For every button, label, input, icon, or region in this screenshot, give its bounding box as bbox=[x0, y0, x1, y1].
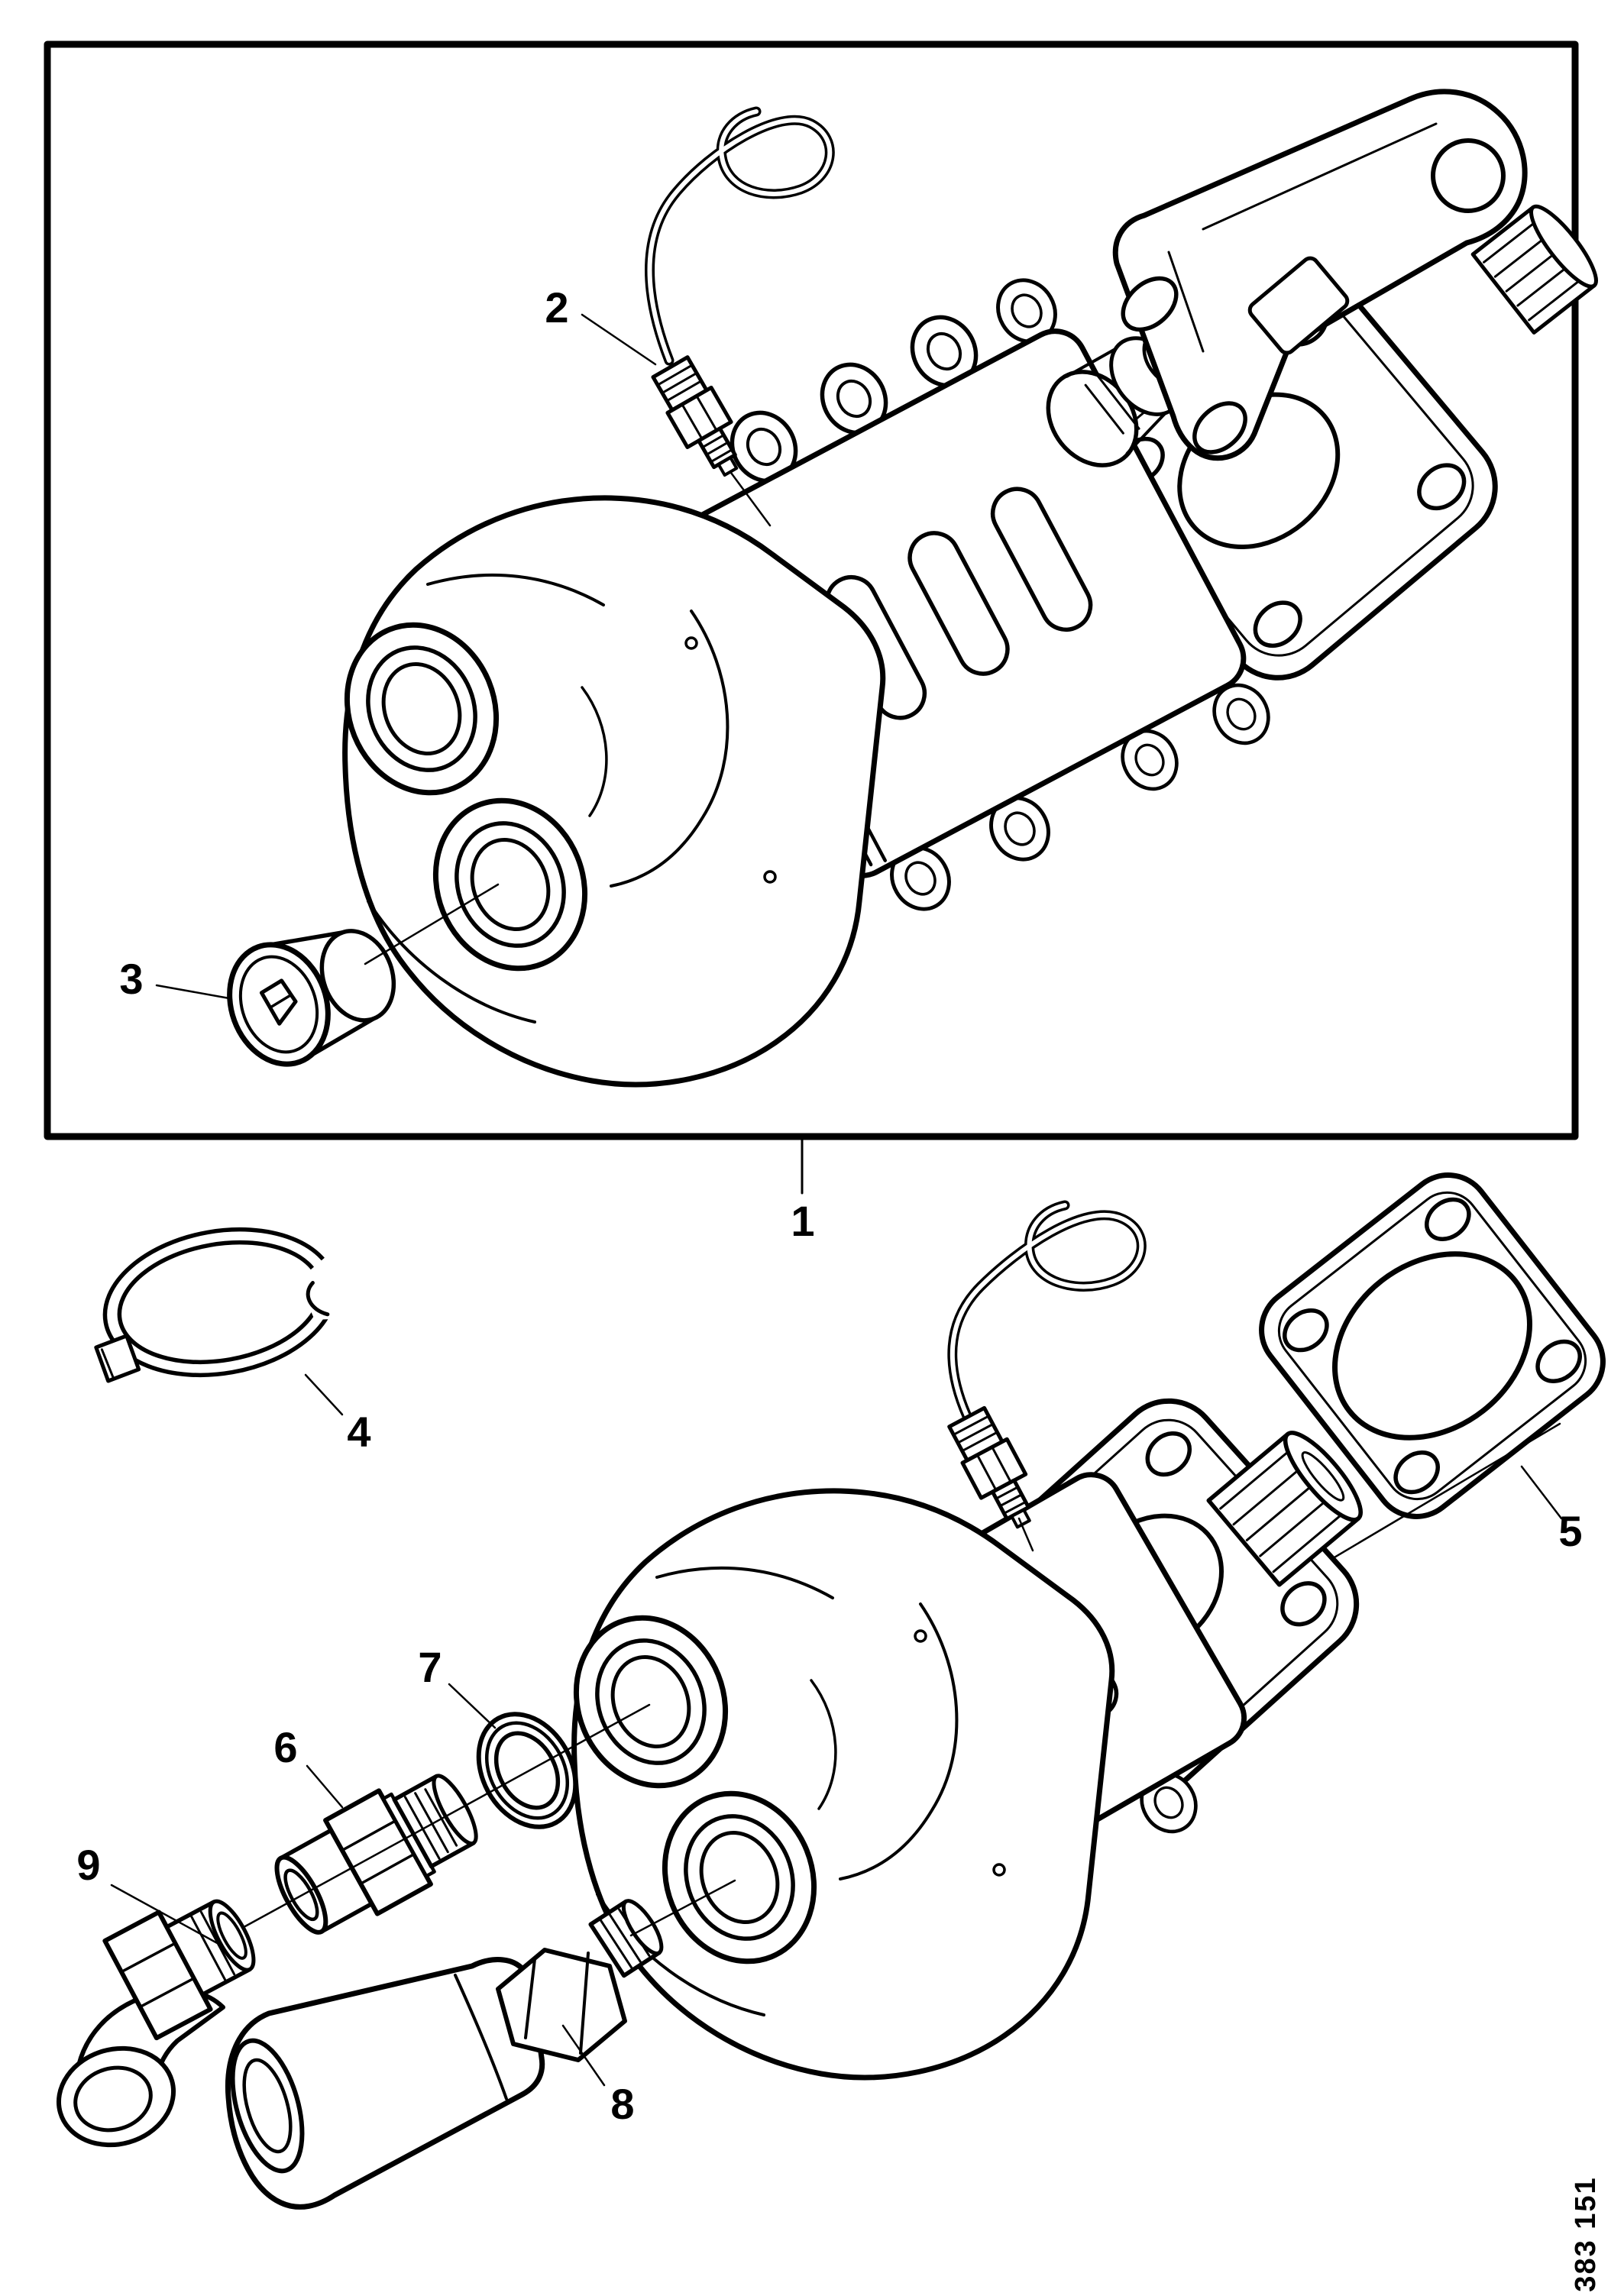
leader-line-9 bbox=[110, 1884, 222, 1946]
pump-assembly-exploded-view bbox=[56, 1172, 1606, 2210]
callout-5: 5 bbox=[1558, 1507, 1582, 1555]
plug-item3 bbox=[227, 883, 500, 1067]
callout-9: 9 bbox=[76, 1841, 100, 1889]
leader-line-4 bbox=[304, 1373, 344, 1416]
callout-4: 4 bbox=[347, 1408, 370, 1456]
callout-1: 1 bbox=[791, 1197, 814, 1245]
front-cover bbox=[322, 498, 883, 1085]
front-cover-exploded bbox=[552, 1491, 1112, 2078]
spline-coupling-icon bbox=[1470, 204, 1598, 335]
figure-frame-box bbox=[44, 40, 1579, 1140]
mounting-bracket bbox=[1112, 89, 1528, 461]
snap-ring-item4 bbox=[94, 1217, 393, 1383]
inlet-pipe bbox=[645, 106, 835, 366]
drawing-number: 383 151 bbox=[1570, 2176, 1602, 2291]
callout-8: 8 bbox=[610, 2080, 634, 2128]
leader-line-7 bbox=[448, 1683, 497, 1729]
leader-line-3 bbox=[155, 984, 231, 1000]
pump-assembly-main-view bbox=[227, 89, 1598, 1085]
axis-line-port-a bbox=[235, 1703, 651, 1932]
leader-line-6 bbox=[306, 1764, 344, 1809]
leader-line-8 bbox=[561, 2024, 606, 2087]
leader-line-5 bbox=[1520, 1465, 1563, 1520]
gasket-item5 bbox=[1259, 1172, 1606, 1519]
leader-line-2 bbox=[581, 313, 657, 366]
callout-3: 3 bbox=[119, 955, 143, 1003]
callout-6: 6 bbox=[273, 1723, 297, 1771]
splined-shaft bbox=[1206, 1431, 1363, 1587]
adapter-fitting-item6 bbox=[274, 1774, 478, 1935]
inlet-pipe-exploded bbox=[947, 1200, 1147, 1421]
elbow-fitting-item9 bbox=[56, 1899, 256, 2148]
callout-2: 2 bbox=[545, 283, 568, 331]
suction-fitting-item8 bbox=[225, 1879, 736, 2210]
callout-7: 7 bbox=[418, 1643, 442, 1691]
